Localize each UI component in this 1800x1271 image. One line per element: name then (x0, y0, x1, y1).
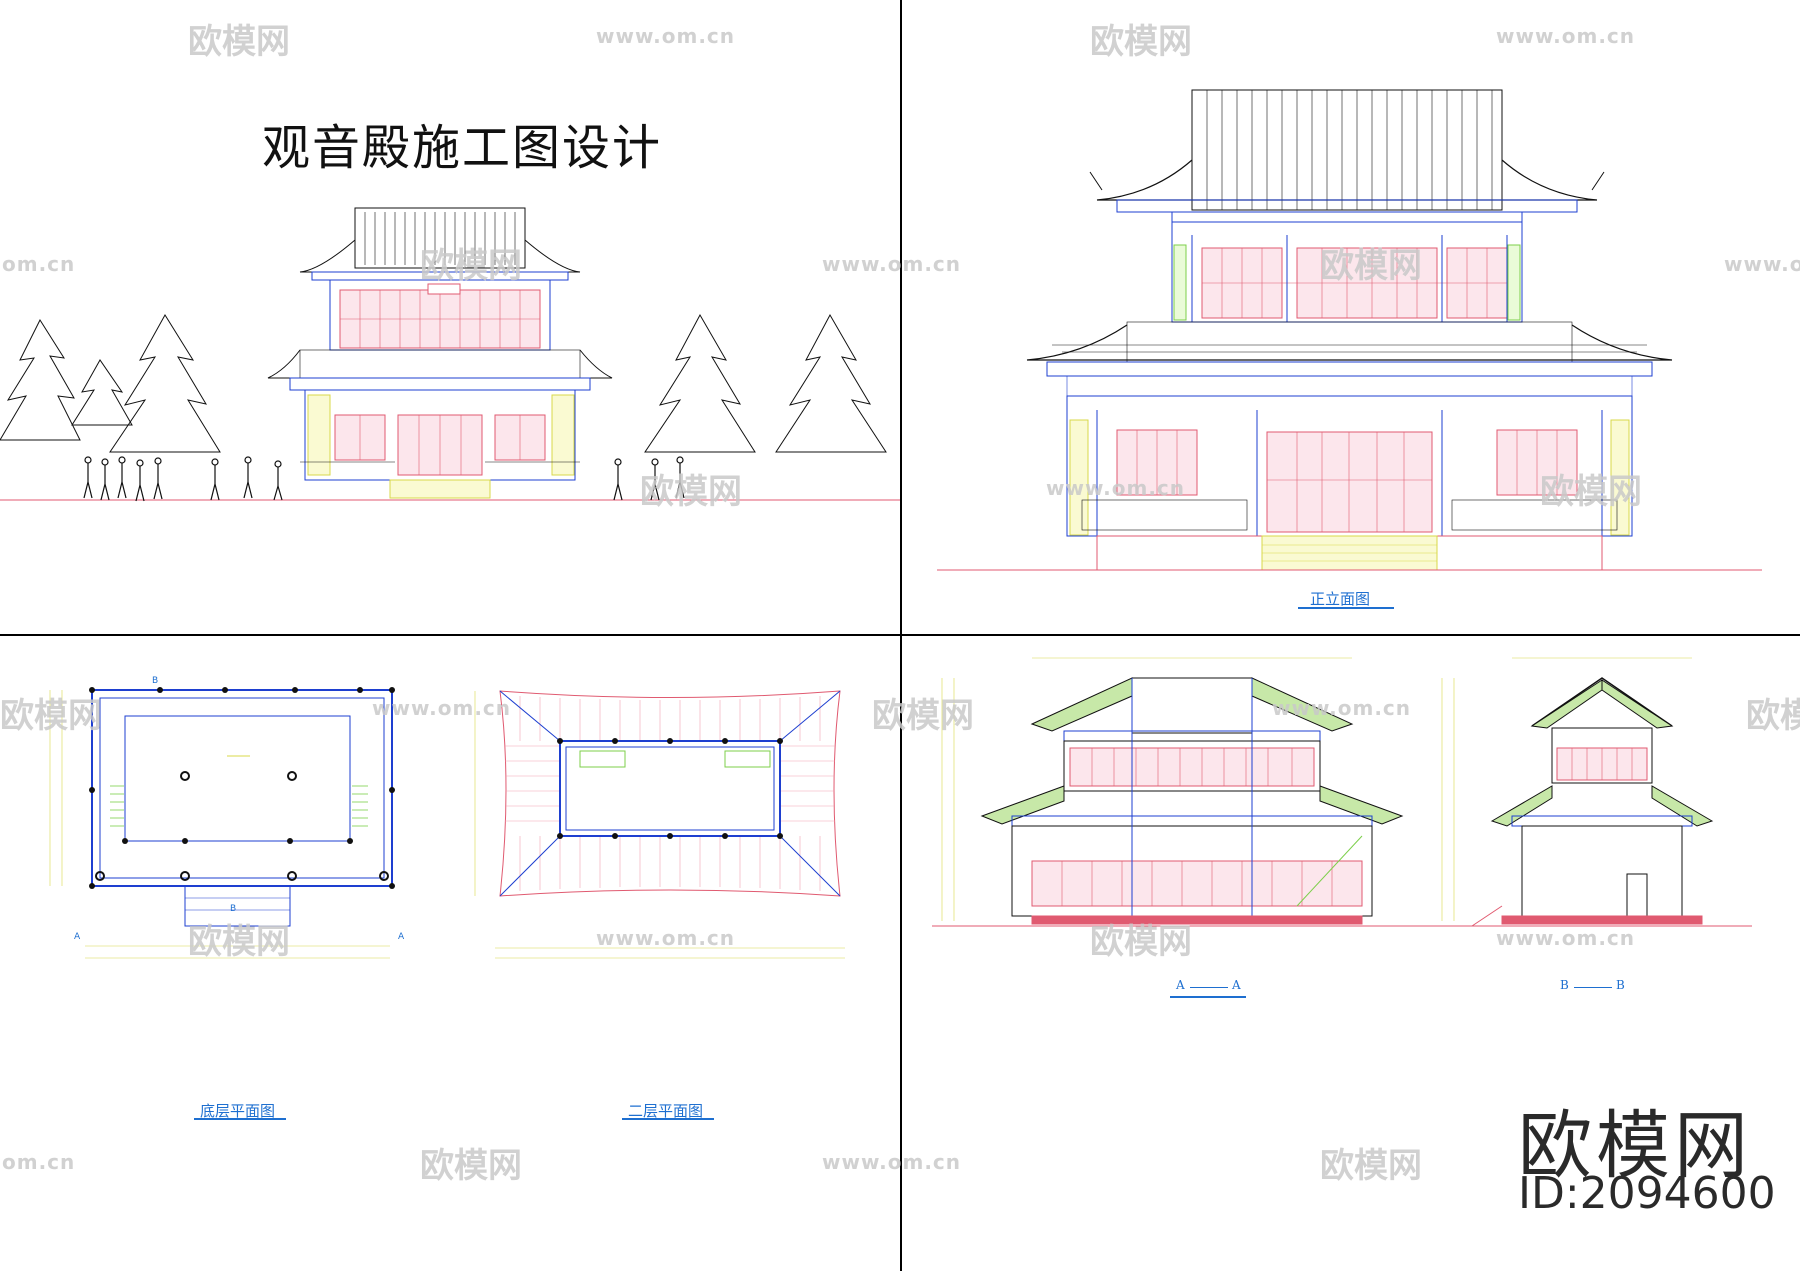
watermark-url: www.om.cn (596, 24, 736, 48)
front-elevation-drawing (937, 89, 1762, 571)
section-a-underline (1170, 996, 1246, 998)
watermark-url: www.om.cn (1496, 24, 1636, 48)
second-floor-caption-underline (622, 1118, 714, 1120)
watermark-url: om.cn (2, 252, 76, 276)
watermark-brand: 欧模网 (188, 22, 290, 62)
watermark-brand: 欧模网 (872, 696, 974, 736)
watermark-brand: 欧模网 (1540, 472, 1642, 512)
horizontal-divider (0, 634, 1800, 636)
watermark-brand: 欧模网 (1746, 696, 1800, 736)
tree-group-right (644, 313, 887, 453)
front-elevation-caption: 正立面图 (1310, 590, 1371, 608)
tree-group-left (0, 314, 221, 453)
panel-title-elevation: 观音殿施工图设计 (0, 0, 900, 634)
title-elevation-drawing (0, 207, 900, 502)
watermark-brand: 欧模网 (640, 472, 742, 512)
watermark-brand: 欧模网 (420, 1146, 522, 1186)
axis-b-bottom-label: B (230, 904, 237, 914)
upper-roof-tiles (1206, 90, 1493, 210)
temple-perspective (267, 207, 613, 499)
section-a-left-label: A (1176, 978, 1185, 992)
front-elevation-caption-underline (1298, 607, 1394, 609)
watermark-url: www.om.cn (1272, 696, 1412, 720)
watermark-brand: 欧模网 (420, 246, 522, 286)
sections-drawing (932, 657, 1752, 927)
watermark-url: www.om.cn (1724, 252, 1800, 276)
axis-b-top-label: B (152, 676, 159, 686)
floor-plans-drawing (49, 687, 845, 959)
watermark-brand: 欧模网 (1090, 22, 1192, 62)
ground-floor-caption-underline (194, 1118, 286, 1120)
section-b-right-label: B (1616, 978, 1625, 992)
watermark-brand: 欧模网 (188, 922, 290, 962)
section-a-connector (1190, 987, 1228, 988)
people-figures (83, 456, 685, 502)
watermark-url: www.om.cn (1046, 476, 1186, 500)
section-a-right-label: A (1232, 978, 1241, 992)
ground-floor-plan-caption: 底层平面图 (200, 1102, 276, 1120)
second-floor-plan-caption: 二层平面图 (628, 1102, 704, 1120)
main-title: 观音殿施工图设计 (262, 120, 663, 176)
axis-a-left-label: A (74, 932, 81, 942)
ground-floor-plan (49, 687, 395, 959)
watermark-brand: 欧模网 (1320, 1146, 1422, 1186)
axis-a-right-label: A (398, 932, 405, 942)
section-b-connector (1574, 987, 1612, 988)
brand-logo-text: 欧模网 (1518, 1103, 1752, 1189)
section-a-a (932, 657, 1472, 927)
panel-front-elevation: 正立面图 (902, 0, 1800, 634)
watermark-url: www.om.cn (1496, 926, 1636, 950)
watermark-brand: 欧模网 (1320, 246, 1422, 286)
panel-floor-plans: B B A A 底层平面图 二层平面图 (0, 636, 900, 1271)
section-b-b (1441, 657, 1752, 927)
panel-sections: A A B B (902, 636, 1800, 1271)
watermark-brand: 欧模网 (1090, 922, 1192, 962)
watermark-url: www.om.cn (372, 696, 512, 720)
watermark-url: www.om.cn (822, 1150, 962, 1174)
watermark-brand: 欧模网 (0, 696, 102, 736)
watermark-url: www.om.cn (822, 252, 962, 276)
watermark-url: om.cn (2, 1150, 76, 1174)
section-b-left-label: B (1560, 978, 1569, 992)
second-floor-plan (474, 690, 845, 959)
brand-id: ID:2094600 (1518, 1168, 1776, 1219)
watermark-url: www.om.cn (596, 926, 736, 950)
